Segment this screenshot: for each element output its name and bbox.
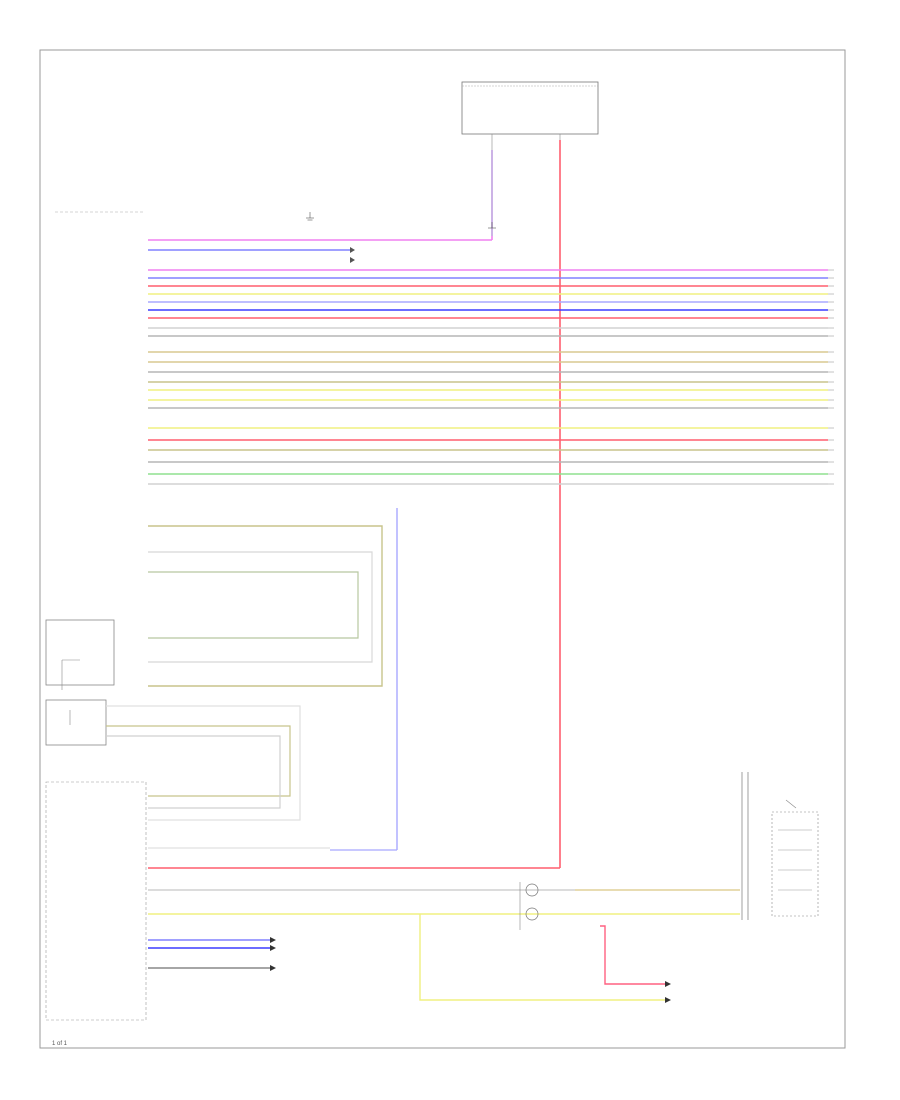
- diagram-frame: [39, 49, 846, 1049]
- connector-arrow-icon: [350, 257, 355, 263]
- connector-arrow-icon: [270, 937, 276, 943]
- sensor-box-1: [45, 619, 115, 686]
- top-module: [461, 81, 599, 150]
- page-id: 1 of 1: [52, 1041, 68, 1047]
- bottom-left-module: [45, 781, 147, 1021]
- bottom-section: [148, 772, 819, 1003]
- vertical-wires: [148, 140, 561, 869]
- ground-icon: [306, 212, 314, 221]
- horizontal-wire-bundle: [148, 269, 828, 485]
- sensor-box-2: [45, 699, 107, 746]
- connector-arrow-icon: [665, 981, 671, 987]
- connector-arrow-icon: [270, 965, 276, 971]
- switch-contact-icon: [525, 883, 539, 897]
- right-edge-ticks: [828, 269, 834, 485]
- switch-contact-icon: [525, 907, 539, 921]
- connector-arrow-icon: [665, 997, 671, 1003]
- middle-section: [45, 525, 383, 1021]
- top-module-box: [461, 81, 599, 135]
- connector-arrow-icon: [270, 945, 276, 951]
- ground-icon: [488, 222, 496, 229]
- connector-arrow-icon: [350, 247, 355, 253]
- range-switch: [741, 772, 819, 920]
